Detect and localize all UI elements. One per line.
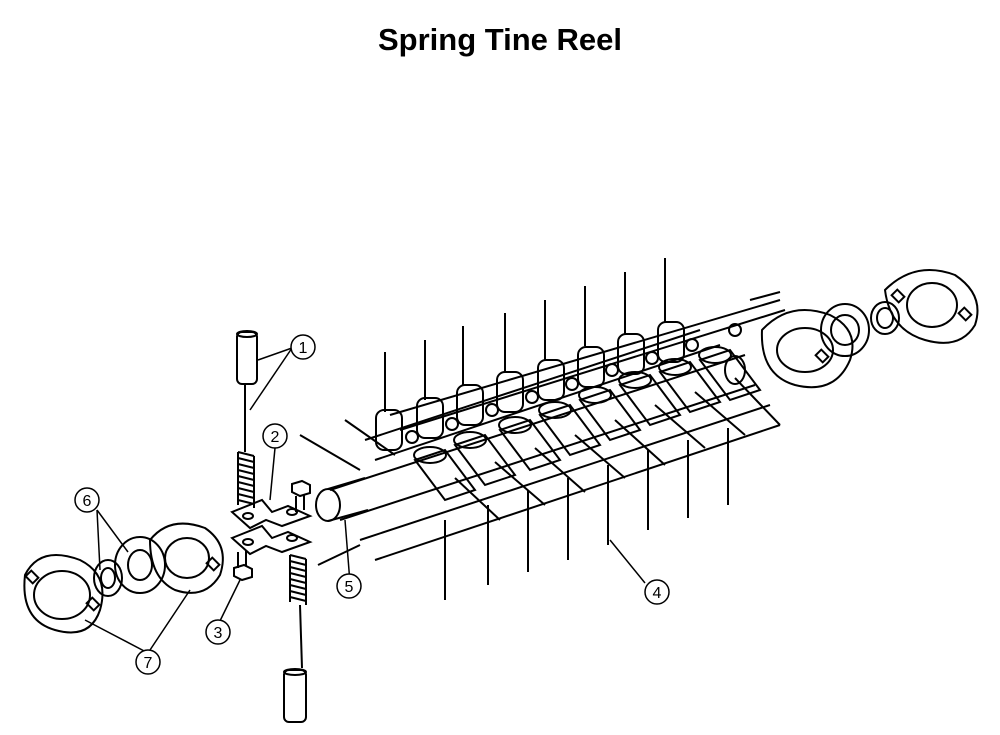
callout-2-label: 2 bbox=[271, 429, 280, 446]
clamp-plates bbox=[230, 498, 313, 556]
spring-tines-down bbox=[444, 428, 729, 600]
callout-2: 2 bbox=[262, 423, 288, 449]
tine-holders-upper bbox=[375, 321, 685, 451]
callout-5-label: 5 bbox=[345, 579, 354, 596]
callout-6: 6 bbox=[74, 487, 100, 513]
callout-3: 3 bbox=[205, 619, 231, 645]
bolts bbox=[233, 479, 311, 582]
callout-1: 1 bbox=[290, 334, 316, 360]
callout-7: 7 bbox=[135, 649, 161, 675]
spring-tines-diagonal bbox=[299, 291, 781, 566]
callout-5: 5 bbox=[336, 573, 362, 599]
callout-3-label: 3 bbox=[214, 625, 223, 642]
spring-tine-part-lower bbox=[283, 554, 307, 723]
callout-6-label: 6 bbox=[83, 493, 92, 510]
diagram-title: Spring Tine Reel bbox=[377, 22, 623, 57]
callout-1-label: 1 bbox=[299, 340, 308, 357]
callout-7-label: 7 bbox=[144, 655, 153, 672]
tine-clamps bbox=[405, 323, 742, 444]
callout-leaders bbox=[84, 347, 646, 654]
spring-tines-up bbox=[384, 258, 666, 412]
callout-4: 4 bbox=[644, 579, 670, 605]
callout-4-label: 4 bbox=[653, 585, 662, 602]
left-bearing-assembly bbox=[23, 522, 224, 634]
reel-shaft bbox=[315, 299, 786, 561]
spring-tine-part-upper bbox=[236, 330, 258, 508]
tine-holders-lower bbox=[413, 346, 762, 502]
right-bearing-assembly bbox=[760, 269, 979, 389]
